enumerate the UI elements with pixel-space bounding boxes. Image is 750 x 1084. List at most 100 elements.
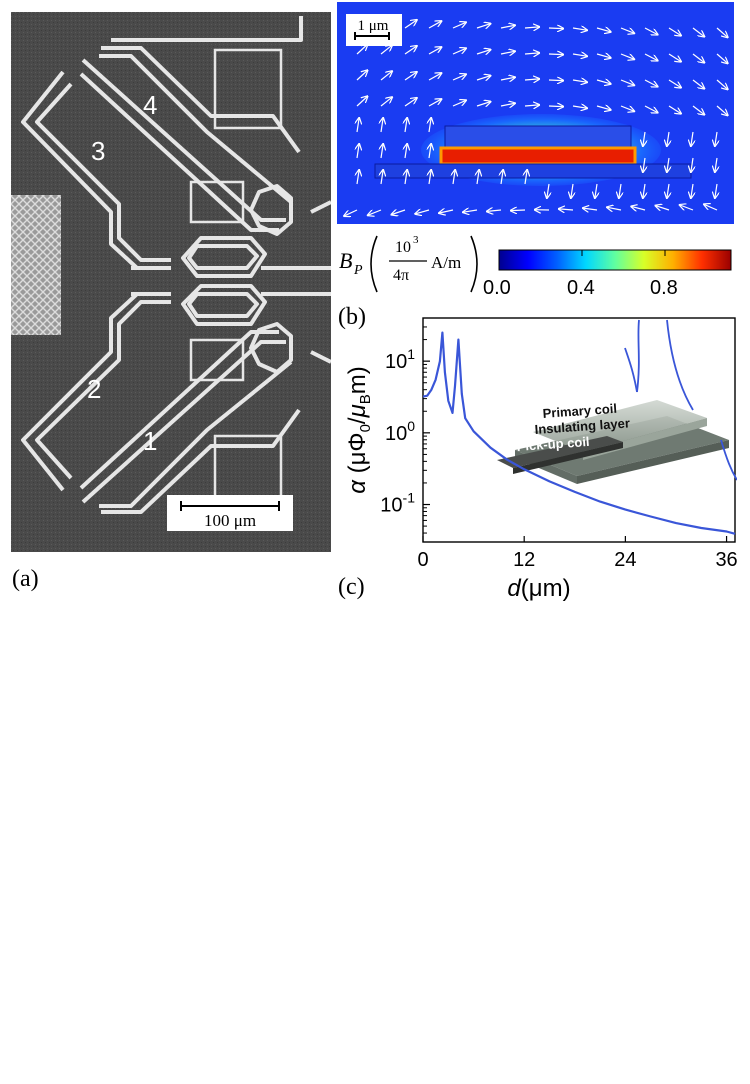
field-arrow [716, 27, 728, 37]
field-arrow [548, 80, 563, 81]
field-arrow [476, 50, 490, 54]
field-simulation-panel: 1 μm [337, 2, 734, 224]
field-arrow [476, 24, 490, 28]
field-arrow [428, 99, 441, 107]
x-tick-label: 0 [417, 549, 428, 571]
field-arrow [643, 183, 645, 198]
field-arrow [500, 103, 515, 106]
field-arrow [428, 21, 441, 29]
field-arrow [559, 209, 574, 210]
chart-ylabel: α (μΦ0/μBm) [344, 366, 374, 494]
y-tick-label: 10-1 [380, 490, 415, 517]
field-arrow [404, 72, 417, 81]
colorbar: B P 10 3 4π A/m 0.0 0.4 0.8 [337, 228, 737, 300]
scale-bar-box [167, 495, 293, 531]
coil-number-3: 3 [91, 136, 105, 166]
field-arrow [392, 210, 406, 215]
coil-traces [21, 16, 332, 514]
field-arrow [357, 118, 359, 133]
field-arrow [428, 47, 441, 55]
x-tick-label: 12 [513, 549, 535, 571]
chart-series [423, 331, 736, 535]
scale-bar-label-b: 1 μm [358, 18, 389, 34]
field-arrow [572, 54, 587, 56]
field-arrow [524, 53, 539, 54]
coil-number-2: 2 [87, 374, 101, 404]
field-arrow [416, 210, 430, 214]
coil-number-4: 4 [143, 90, 157, 120]
scale-bar-box-b [346, 14, 402, 46]
field-arrow [381, 144, 383, 159]
field-arrow [596, 106, 611, 110]
field-arrow [344, 209, 358, 216]
field-arrow [692, 27, 704, 37]
inset-primary-slab [533, 400, 707, 452]
field-arrow [405, 144, 407, 159]
sem-background [11, 12, 331, 552]
field-arrow [691, 183, 693, 198]
field-arrow [668, 53, 681, 62]
field-arrow [596, 54, 611, 58]
field-arrow [644, 79, 657, 87]
field-arrow [524, 105, 539, 106]
field-arrow [500, 25, 515, 28]
panel-label-a: (a) [12, 566, 39, 592]
field-arrow [463, 210, 478, 212]
field-arrow [429, 118, 431, 133]
field-arrow [524, 79, 539, 80]
colorbar-tick-2: 0.8 [650, 277, 678, 299]
field-arrow [715, 183, 717, 198]
inset-pickup-slab [497, 436, 623, 468]
sem-image-panel: 4 3 2 1 100 μm [11, 12, 332, 552]
field-arrow [620, 105, 634, 111]
field-arrow [380, 97, 392, 107]
colorbar-gradient [498, 249, 732, 271]
field-arrow [595, 183, 597, 198]
field-arrow [357, 170, 359, 185]
high-field-layer [439, 146, 637, 166]
field-arrow [356, 71, 367, 81]
field-arrow [439, 210, 454, 213]
field-background [337, 2, 734, 224]
field-arrow [620, 27, 634, 33]
field-arrow [548, 54, 563, 55]
field-arrow [704, 204, 718, 211]
field-arrow [715, 157, 717, 172]
field-arrow [643, 131, 645, 146]
field-arrow [428, 73, 441, 81]
colorbar-symbol: B [339, 248, 352, 273]
field-arrow [487, 210, 502, 211]
field-arrow [357, 144, 359, 159]
field-arrow [380, 71, 392, 81]
field-arrow [691, 131, 693, 146]
field-arrow [500, 51, 515, 54]
field-arrow [405, 118, 407, 133]
field-arrow [620, 79, 634, 85]
y-tick-label: 100 [385, 418, 415, 445]
field-arrow [501, 170, 503, 185]
field-arrow [572, 28, 587, 30]
field-arrow [500, 77, 515, 80]
field-arrow [583, 208, 598, 210]
field-arrow [667, 131, 669, 146]
field-arrow [691, 157, 693, 172]
field-arrow [607, 207, 622, 210]
field-arrow [715, 131, 717, 146]
colorbar-svg: B P 10 3 4π A/m 0.0 0.4 0.8 [339, 234, 732, 299]
field-arrow [476, 76, 490, 80]
colorbar-subscript: P [353, 263, 363, 278]
field-arrow [548, 28, 563, 29]
primary-coil-block [444, 125, 632, 149]
field-arrow [547, 183, 549, 198]
field-arrow [404, 98, 417, 107]
field-arrow [572, 106, 587, 108]
field-arrow [620, 53, 634, 59]
field-arrow [511, 210, 526, 211]
field-arrow [404, 46, 417, 55]
field-arrow [716, 105, 728, 115]
field-arrow [716, 53, 728, 63]
field-arrow [644, 27, 657, 35]
colorbar-frac-exp: 3 [413, 234, 419, 246]
